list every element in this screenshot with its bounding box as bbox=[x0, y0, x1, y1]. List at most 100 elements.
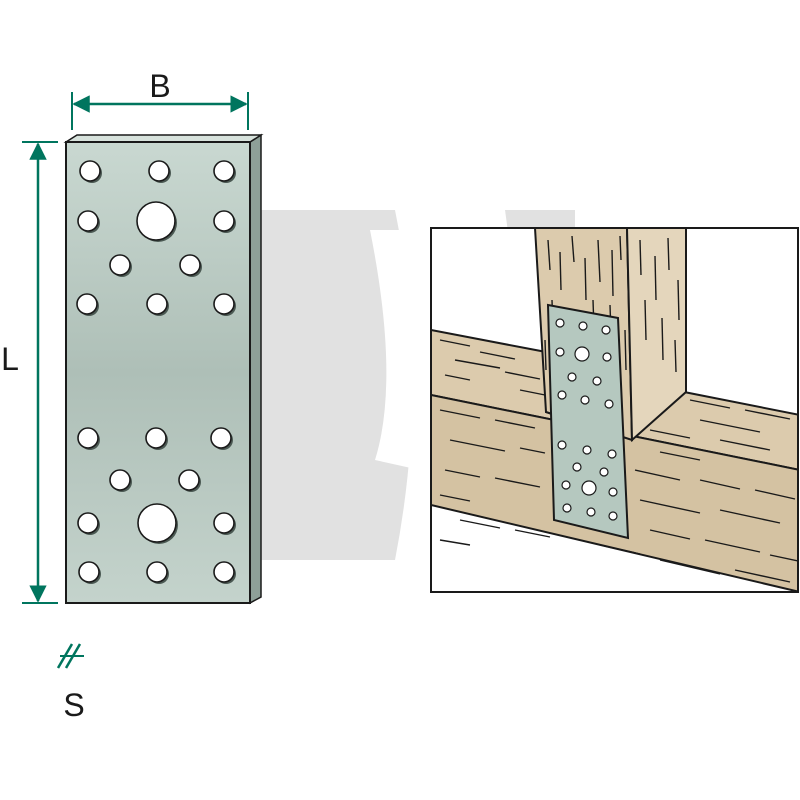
grain-line bbox=[444, 469, 481, 478]
plate-hole bbox=[146, 561, 168, 583]
installed-plate-holes bbox=[555, 318, 618, 521]
grain-line bbox=[584, 257, 587, 301]
grain-line bbox=[634, 469, 681, 481]
installed-plate bbox=[546, 303, 630, 540]
plate-hole bbox=[76, 293, 98, 315]
plate-hole bbox=[146, 293, 168, 315]
grain-line bbox=[449, 439, 506, 452]
grain-line bbox=[667, 237, 670, 271]
grain-line bbox=[689, 399, 731, 409]
grain-line bbox=[649, 529, 691, 540]
plate-hole bbox=[581, 480, 597, 496]
plate-hole bbox=[604, 399, 614, 409]
plate-hole bbox=[582, 445, 592, 455]
grain-line bbox=[439, 494, 471, 502]
grain-line bbox=[639, 499, 701, 514]
plate-hole bbox=[213, 561, 235, 583]
grain-line bbox=[611, 249, 614, 297]
grain-line bbox=[519, 389, 546, 396]
plate-front-view bbox=[63, 133, 264, 605]
plate-hole bbox=[109, 254, 131, 276]
grain-line bbox=[439, 339, 471, 347]
grain-line bbox=[659, 451, 701, 461]
plate-top-edge bbox=[63, 134, 264, 143]
plate-hole bbox=[79, 160, 101, 182]
grain-line bbox=[599, 544, 641, 555]
plate-hole bbox=[608, 487, 618, 497]
illustration-frame bbox=[430, 227, 799, 593]
plate-hole bbox=[562, 503, 572, 513]
plate-hole bbox=[574, 346, 590, 362]
plate-hole bbox=[178, 469, 200, 491]
grain-line bbox=[659, 559, 721, 575]
plate-hole bbox=[586, 507, 596, 517]
grain-line bbox=[519, 447, 546, 454]
plate-hole bbox=[602, 352, 612, 362]
post-side bbox=[625, 228, 687, 443]
grain-line bbox=[479, 351, 516, 360]
plate-hole bbox=[555, 318, 565, 328]
installation-illustration bbox=[430, 227, 799, 593]
plate-hole bbox=[77, 210, 99, 232]
grain-line bbox=[504, 371, 541, 380]
plate-hole bbox=[210, 427, 232, 449]
plate-hole bbox=[599, 467, 609, 477]
plate-hole bbox=[213, 293, 235, 315]
plate-hole bbox=[213, 210, 235, 232]
plate-hole bbox=[578, 321, 588, 331]
plate-hole bbox=[580, 395, 590, 405]
grain-line bbox=[514, 529, 551, 538]
grain-line bbox=[734, 569, 791, 583]
grain-line bbox=[644, 299, 647, 341]
plate-hole bbox=[77, 512, 99, 534]
plate-hole bbox=[607, 449, 617, 459]
grain-line bbox=[544, 339, 547, 371]
grain-line bbox=[624, 329, 627, 371]
plate-hole bbox=[608, 511, 618, 521]
width-label: B bbox=[149, 68, 170, 104]
plate-hole bbox=[601, 325, 611, 335]
plate-side-edge bbox=[249, 133, 262, 605]
grain-line bbox=[439, 409, 481, 419]
grain-line bbox=[494, 419, 536, 429]
grain-line bbox=[649, 429, 691, 439]
grain-line bbox=[597, 239, 601, 283]
grain-line bbox=[547, 239, 551, 271]
grain-line bbox=[619, 235, 622, 261]
grain-line bbox=[439, 539, 471, 546]
width-dimension: B bbox=[71, 68, 249, 130]
plate-hole bbox=[213, 512, 235, 534]
grain-line bbox=[661, 317, 664, 361]
grain-line bbox=[769, 554, 798, 562]
double-slash-icon bbox=[56, 643, 84, 669]
length-dimension: L bbox=[1, 141, 58, 604]
grain-line bbox=[719, 509, 781, 524]
grain-line bbox=[639, 239, 642, 276]
grain-line bbox=[744, 409, 791, 420]
plate-holes bbox=[76, 160, 236, 584]
plate-hole bbox=[137, 503, 177, 543]
grain-line bbox=[454, 359, 501, 369]
plate-hole bbox=[77, 427, 99, 449]
grain-line bbox=[444, 374, 471, 381]
length-label: L bbox=[1, 341, 19, 377]
plate-hole bbox=[145, 427, 167, 449]
plate-hole bbox=[148, 160, 170, 182]
plate-hole bbox=[557, 390, 567, 400]
plate-hole bbox=[592, 376, 602, 386]
plate-hole bbox=[78, 561, 100, 583]
plate-hole bbox=[179, 254, 201, 276]
grain-line bbox=[654, 255, 657, 301]
grain-line bbox=[754, 489, 796, 500]
grain-line bbox=[459, 519, 501, 529]
grain-line bbox=[704, 539, 761, 553]
grain-line bbox=[559, 251, 562, 291]
plate-hole bbox=[136, 201, 176, 241]
grain-line bbox=[571, 235, 575, 263]
plate-hole bbox=[557, 440, 567, 450]
thickness-label: S bbox=[63, 687, 84, 723]
grain-line bbox=[719, 439, 771, 451]
grain-line bbox=[699, 419, 761, 433]
grain-line bbox=[677, 279, 680, 321]
